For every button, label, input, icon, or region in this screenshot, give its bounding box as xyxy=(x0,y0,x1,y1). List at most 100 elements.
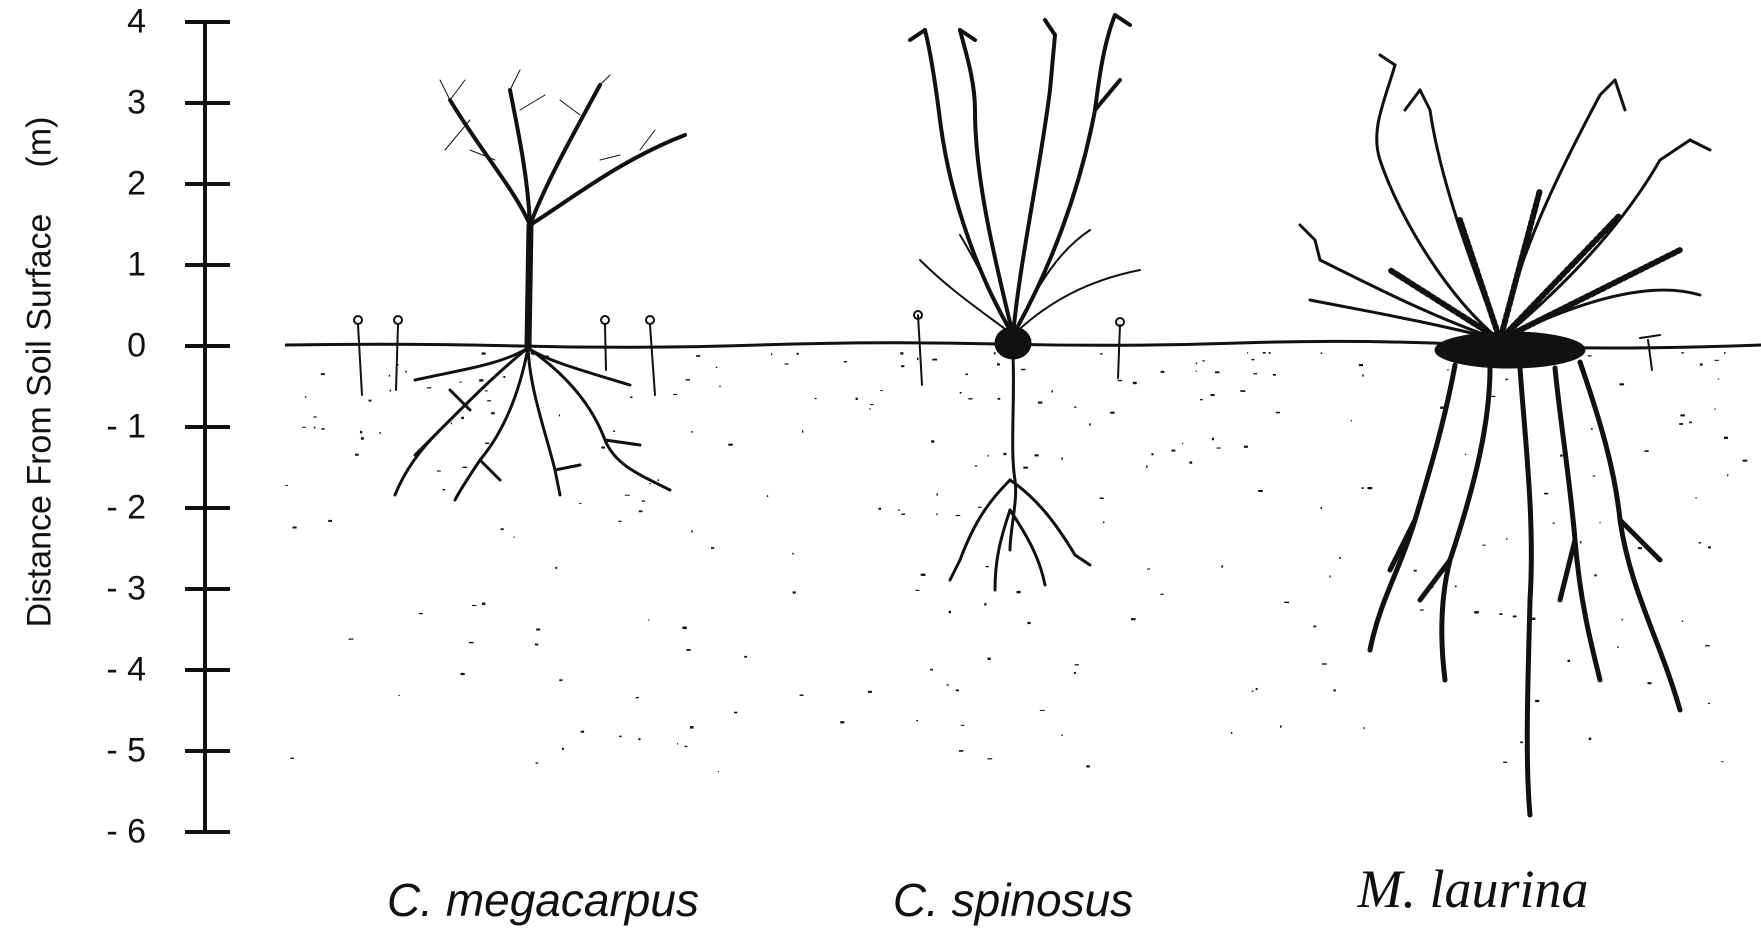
soil-speck xyxy=(988,758,993,759)
soil-speck xyxy=(536,762,539,763)
soil-speck xyxy=(1589,738,1592,740)
soil-speck xyxy=(1254,373,1258,374)
soil-speck xyxy=(1251,359,1254,360)
soil-speck xyxy=(1506,538,1507,540)
soil-speck xyxy=(1146,465,1147,468)
soil-speck xyxy=(870,404,873,405)
soil-speck xyxy=(734,712,737,714)
soil-speck xyxy=(1330,575,1331,577)
soil-speck xyxy=(313,416,317,417)
soil-speck xyxy=(728,444,733,446)
shoot-m-laurina xyxy=(1300,55,1710,340)
soil-speck xyxy=(1532,618,1535,620)
soil-speck xyxy=(917,358,918,360)
soil-speck xyxy=(482,352,486,354)
soil-speck xyxy=(937,493,938,495)
soil-speck xyxy=(720,385,721,387)
soil-speck xyxy=(1038,402,1043,404)
soil-speck xyxy=(1247,352,1248,353)
soil-speck xyxy=(1161,371,1165,373)
soil-speck xyxy=(459,382,461,383)
soil-speck xyxy=(1216,448,1220,449)
soil-speck xyxy=(915,590,919,591)
soil-speck xyxy=(535,644,538,646)
soil-speck xyxy=(880,390,883,391)
soil-speck xyxy=(419,613,423,614)
y-axis-tick-marks xyxy=(185,22,230,832)
soil-speck xyxy=(682,627,686,630)
soil-speck xyxy=(559,679,562,681)
soil-speck xyxy=(1160,594,1163,595)
soil-speck xyxy=(302,427,306,428)
soil-speck xyxy=(998,398,1001,400)
soil-speck xyxy=(771,353,772,355)
soil-speck xyxy=(868,691,872,693)
soil-speck xyxy=(1513,616,1517,618)
soil-speck xyxy=(793,591,796,593)
soil-speck xyxy=(1447,369,1449,370)
soil-speck xyxy=(1171,450,1175,452)
soil-speck xyxy=(1040,710,1045,711)
soil-speck xyxy=(844,361,847,362)
soil-speck xyxy=(901,514,905,515)
soil-speck xyxy=(427,387,431,388)
soil-speck xyxy=(1520,741,1523,743)
soil-speck xyxy=(482,603,485,605)
soil-speck xyxy=(1580,541,1582,543)
soil-speck xyxy=(1420,609,1424,610)
soil-speck xyxy=(650,483,651,484)
soil-speck xyxy=(472,605,476,606)
soil-speck xyxy=(1362,487,1364,489)
soil-speck xyxy=(815,398,817,399)
soil-speck xyxy=(1074,672,1076,674)
soil-speck xyxy=(975,465,978,466)
soil-speck xyxy=(1648,682,1652,684)
soil-speck xyxy=(1086,765,1090,767)
soil-speck xyxy=(1133,382,1137,384)
soil-speck xyxy=(691,530,693,532)
soil-speck xyxy=(630,397,633,398)
soil-speck xyxy=(328,520,332,522)
soil-speck xyxy=(1196,363,1197,365)
soil-speck xyxy=(491,412,495,414)
soil-speck xyxy=(463,467,468,468)
soil-speck xyxy=(1118,380,1122,381)
soil-speck xyxy=(956,690,959,692)
y-axis xyxy=(185,20,230,832)
soil-speck xyxy=(1708,546,1711,548)
soil-speck xyxy=(930,669,933,671)
soil-speck xyxy=(1240,390,1245,392)
soil-speck xyxy=(792,553,793,555)
soil-speck xyxy=(1100,498,1104,500)
soil-speck xyxy=(686,649,690,651)
soil-speck xyxy=(900,352,903,354)
seedlings-c-megacarpus xyxy=(354,316,655,395)
roots-c-megacarpus xyxy=(395,348,670,500)
soil-speck xyxy=(1200,399,1203,400)
soil-speck xyxy=(677,743,678,745)
soil-speck xyxy=(946,684,949,685)
soil-speck xyxy=(360,431,362,434)
soil-speck xyxy=(1313,626,1316,628)
soil-speck xyxy=(390,390,392,392)
soil-speck xyxy=(1052,390,1053,392)
soil-speck xyxy=(744,656,747,658)
soil-speck xyxy=(1103,522,1105,524)
soil-speck xyxy=(1680,414,1685,416)
soil-speck xyxy=(956,515,961,516)
soil-speck xyxy=(1474,611,1479,613)
soil-speck xyxy=(1689,422,1692,424)
soil-speck xyxy=(1100,353,1102,355)
soil-speck xyxy=(932,359,937,361)
soil-speck xyxy=(1182,443,1183,444)
soil-speck xyxy=(696,355,700,357)
soil-speck xyxy=(994,352,996,354)
seedling-m-laurina xyxy=(1640,335,1660,370)
soil-speck xyxy=(718,771,719,772)
soil-speck xyxy=(800,695,804,696)
soil-speck xyxy=(1553,523,1555,524)
soil-speck xyxy=(1244,446,1248,448)
soil-speck xyxy=(562,748,564,750)
soil-speck xyxy=(1023,467,1028,469)
soil-speck xyxy=(469,642,474,643)
